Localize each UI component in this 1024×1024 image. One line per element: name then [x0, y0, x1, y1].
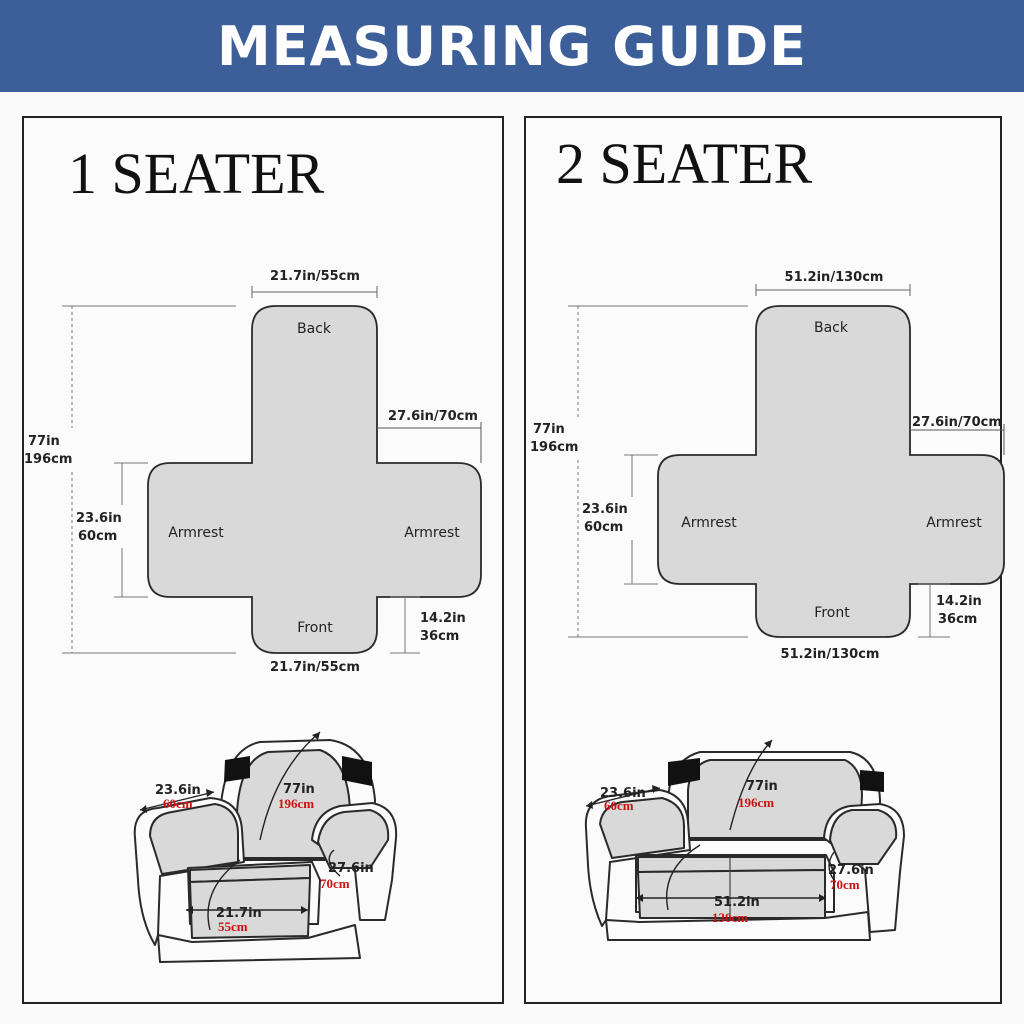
- two-seater-arm-length-cm-label: 60cm: [584, 520, 623, 535]
- one-seater-top-dim: [251, 286, 378, 298]
- one-seater-arm-width-dim: [377, 422, 482, 463]
- one-seater-armrest-left-label: Armrest: [168, 525, 224, 541]
- two-seater-length-dim: [568, 305, 748, 638]
- armchair-arrows: [139, 731, 341, 931]
- two-seater-arm-width-dim: [910, 424, 1005, 455]
- loveseat-illustration: [584, 751, 905, 941]
- loveseat-width-cm: 130cm: [712, 910, 748, 925]
- one-seater-front-drop-in-label: 14.2in: [420, 611, 466, 626]
- loveseat-side-cm: 70cm: [830, 877, 860, 892]
- loveseat-arm-cm: 60cm: [604, 798, 634, 813]
- two-seater-bottom-width-label: 51.2in/130cm: [781, 647, 880, 662]
- two-seater-armrest-right-label: Armrest: [926, 515, 982, 531]
- header-banner: MEASURING GUIDE: [0, 0, 1024, 92]
- one-seater-front-label: Front: [297, 620, 333, 636]
- two-seater-back-label: Back: [814, 320, 849, 336]
- two-seater-top-dim: [755, 284, 911, 296]
- one-seater-back-label: Back: [297, 321, 332, 337]
- armchair-arm-in: 23.6in: [155, 783, 201, 798]
- two-seater-heading: 2 SEATER: [556, 131, 813, 196]
- armchair-arm-cm: 60cm: [163, 796, 193, 811]
- one-seater-bottom-width-label: 21.7in/55cm: [270, 660, 360, 675]
- armchair-arrowheads: [140, 732, 320, 914]
- one-seater-cover-shape: [147, 305, 482, 654]
- loveseat-width-in: 51.2in: [714, 895, 760, 910]
- armchair-illustration: [133, 739, 398, 963]
- two-seater-front-drop-in-label: 14.2in: [936, 594, 982, 609]
- armchair-width-cm: 55cm: [218, 919, 248, 934]
- loveseat-side-in: 27.6in: [828, 863, 874, 878]
- loveseat-length-cm: 196cm: [738, 795, 774, 810]
- loveseat-length-in: 77in: [746, 779, 778, 794]
- one-seater-length-in-label: 77in: [28, 434, 60, 449]
- two-seater-arm-length-in-label: 23.6in: [582, 502, 628, 517]
- one-seater-heading: 1 SEATER: [68, 141, 325, 206]
- armchair-width-in: 21.7in: [216, 906, 262, 921]
- one-seater-length-cm-label: 196cm: [24, 452, 72, 467]
- two-seater-arm-width-label: 27.6in/70cm: [912, 415, 1002, 430]
- armchair-side-cm: 70cm: [320, 876, 350, 891]
- armchair-side-in: 27.6in: [328, 861, 374, 876]
- two-seater-armrest-left-label: Armrest: [681, 515, 737, 531]
- two-seater-arm-length-dim: [624, 454, 658, 585]
- armchair-length-cm: 196cm: [278, 796, 314, 811]
- one-seater-front-drop-dim: [390, 596, 420, 654]
- one-seater-arm-width-label: 27.6in/70cm: [388, 409, 478, 424]
- two-seater-front-drop-cm-label: 36cm: [938, 612, 977, 627]
- two-seater-front-drop-dim: [918, 583, 950, 638]
- one-seater-arm-length-dim: [114, 462, 148, 598]
- one-seater-length-dim: [62, 305, 236, 654]
- one-seater-arm-length-in-label: 23.6in: [76, 511, 122, 526]
- one-seater-top-width-label: 21.7in/55cm: [270, 269, 360, 284]
- loveseat-arrows: [585, 739, 835, 911]
- two-seater-cover-shape: [657, 305, 1005, 638]
- one-seater-front-drop-cm-label: 36cm: [420, 629, 459, 644]
- one-seater-armrest-right-label: Armrest: [404, 525, 460, 541]
- two-seater-top-width-label: 51.2in/130cm: [785, 270, 884, 285]
- loveseat-arrowheads: [586, 740, 826, 902]
- two-seater-front-label: Front: [814, 605, 850, 621]
- armchair-length-in: 77in: [283, 782, 315, 797]
- two-seater-length-cm-label: 196cm: [530, 440, 578, 455]
- one-seater-arm-length-cm-label: 60cm: [78, 529, 117, 544]
- banner-title: MEASURING GUIDE: [216, 14, 808, 78]
- two-seater-length-in-label: 77in: [533, 422, 565, 437]
- loveseat-arm-in: 23.6in: [600, 786, 646, 801]
